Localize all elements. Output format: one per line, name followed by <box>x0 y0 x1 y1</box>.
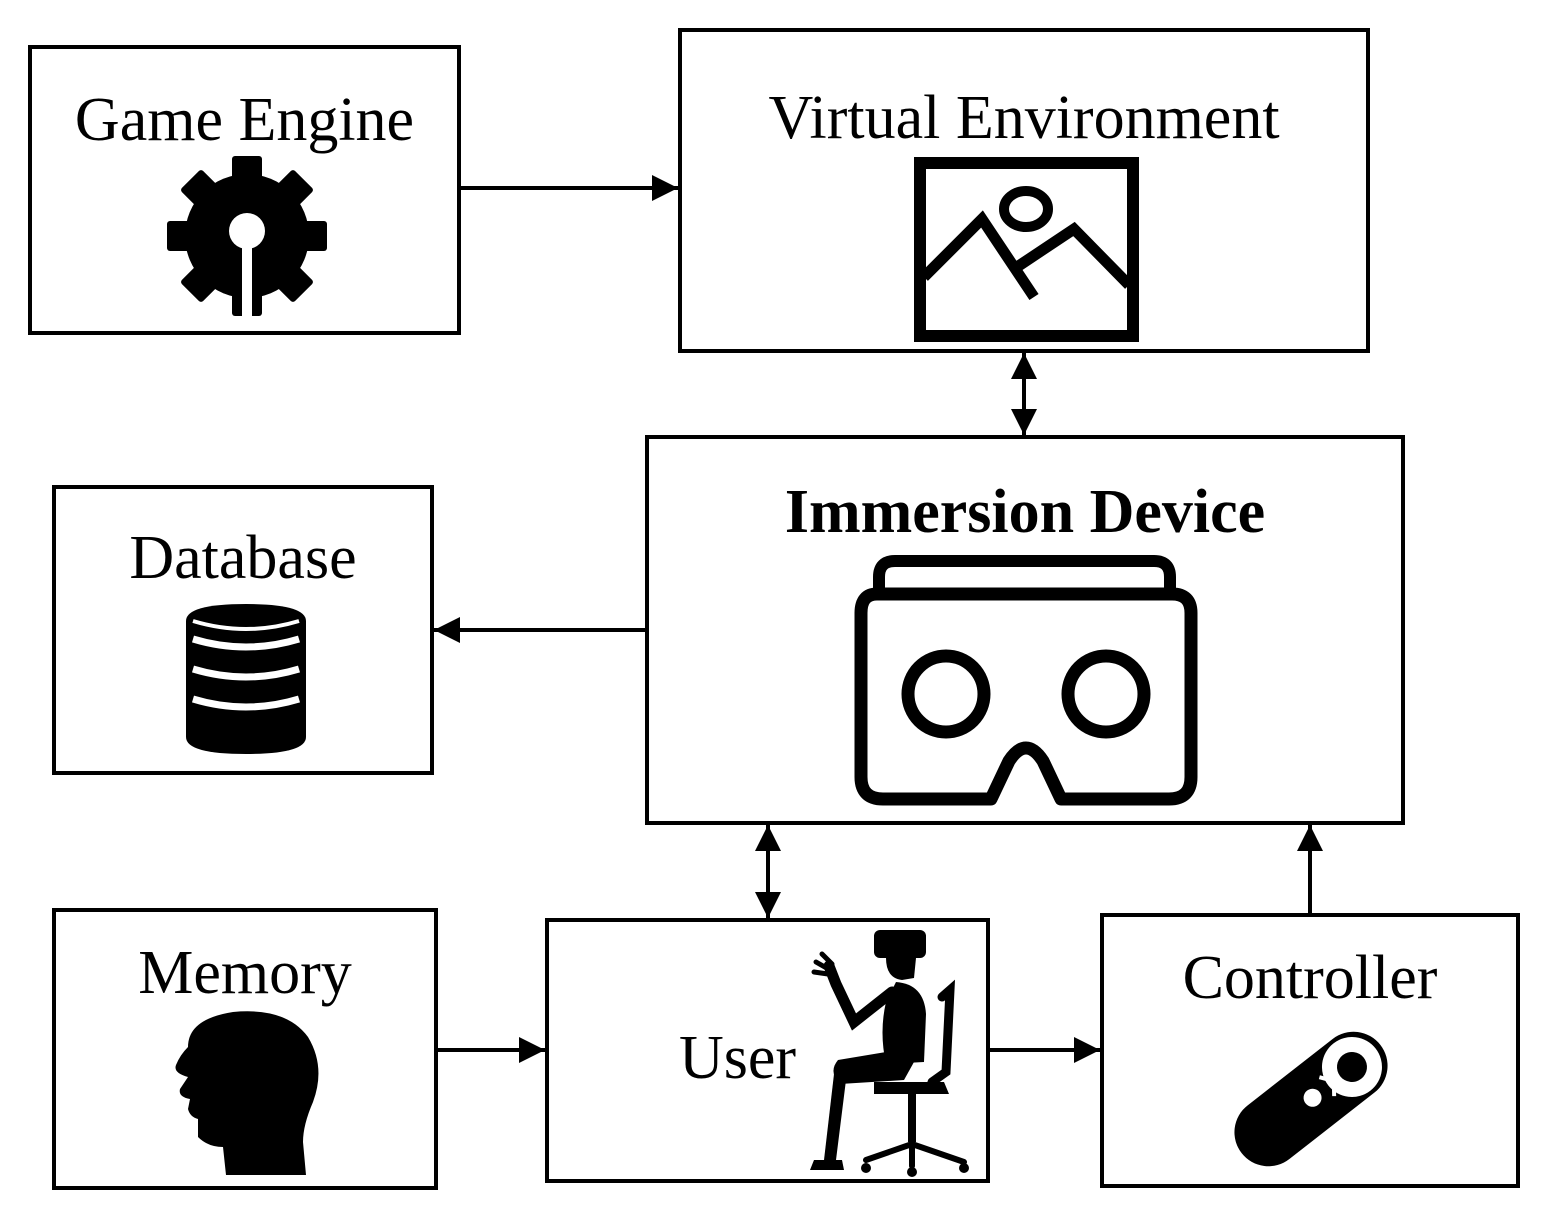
controller-icon <box>1234 1031 1388 1167</box>
controller-label: Controller <box>1182 944 1438 1012</box>
memory-label: Memory <box>138 939 352 1007</box>
database-label: Database <box>129 524 357 592</box>
gear-icon <box>167 156 327 319</box>
memory-node: Memory <box>52 908 438 1190</box>
landscape-image-icon <box>914 157 1139 342</box>
user-label: User <box>678 1024 797 1092</box>
controller-node: Controller <box>1100 913 1520 1188</box>
game-engine-node: Game Engine <box>28 45 461 335</box>
virtual-environment-label: Virtual Environment <box>768 84 1280 152</box>
game-engine-label: Game Engine <box>74 86 415 154</box>
seated-vr-user-icon <box>810 930 969 1177</box>
immersion-device-label: Immersion Device <box>784 478 1266 546</box>
user-node: User <box>545 918 990 1183</box>
database-icon <box>186 604 306 754</box>
immersion-device-node: Immersion Device <box>645 435 1405 825</box>
virtual-environment-node: Virtual Environment <box>678 28 1370 353</box>
database-node: Database <box>52 485 434 775</box>
vr-headset-icon <box>854 555 1198 806</box>
head-profile-icon <box>175 1011 319 1175</box>
